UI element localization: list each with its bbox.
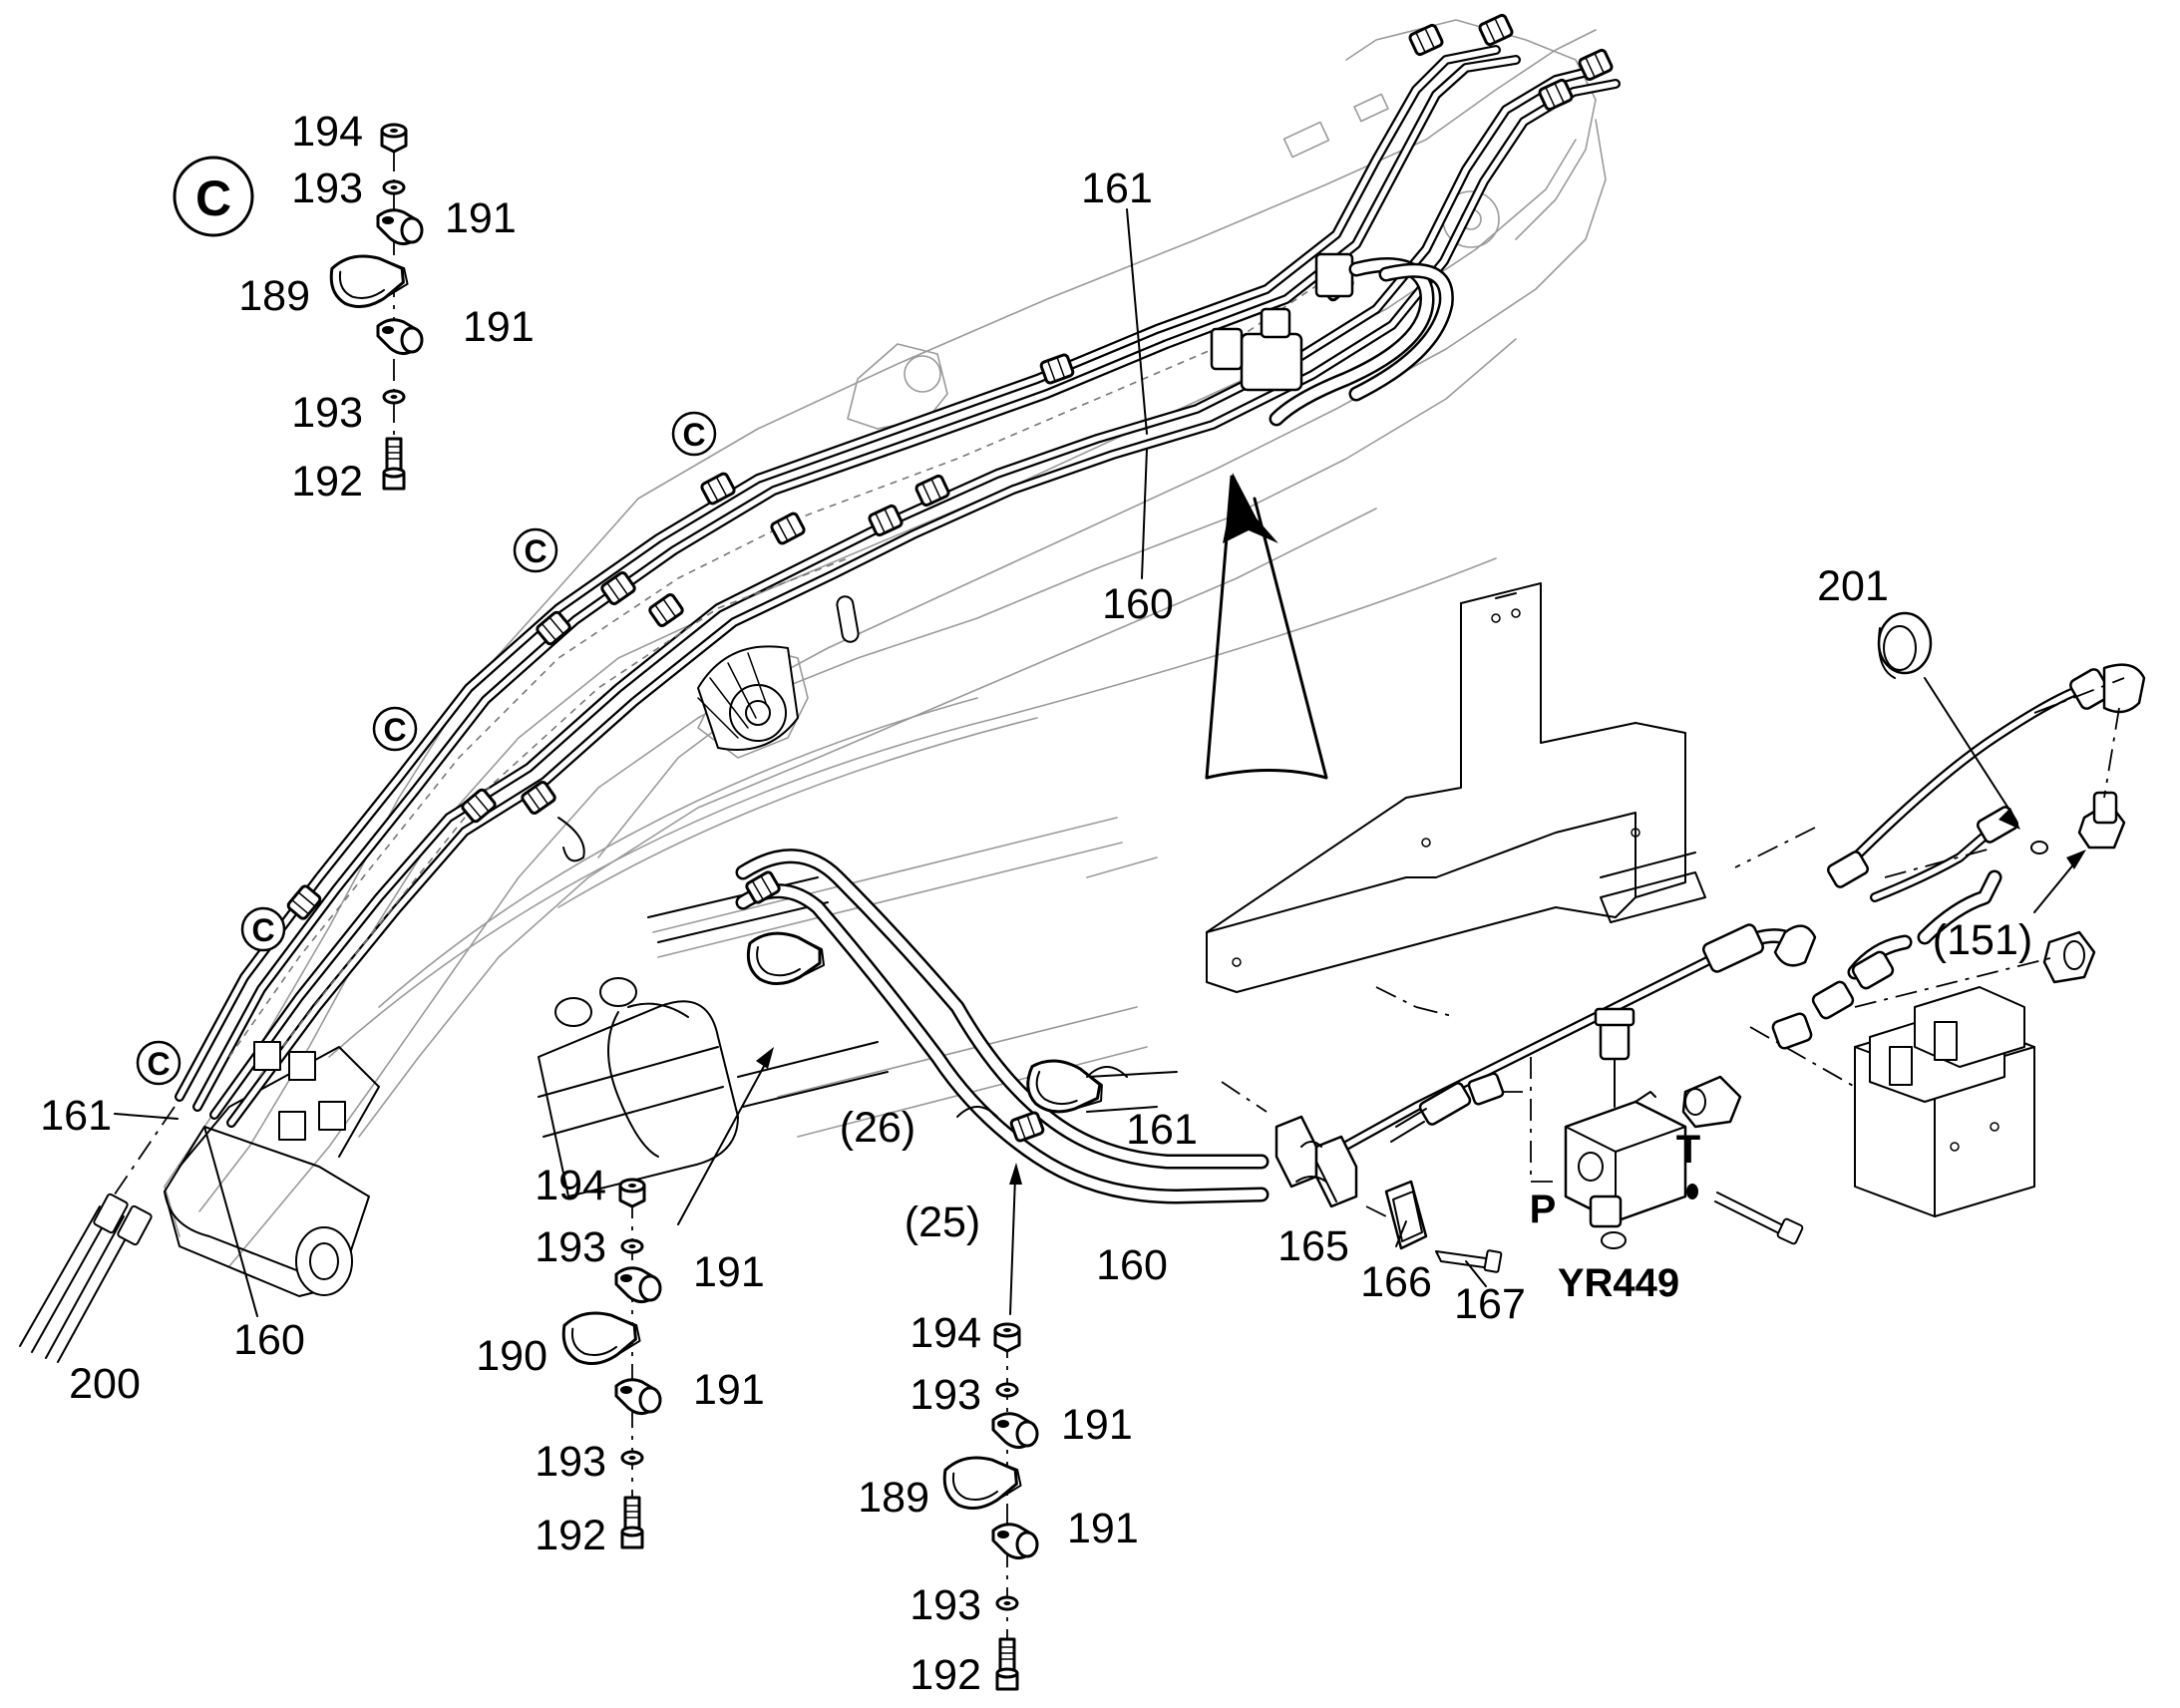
main-hose-loop (735, 849, 1270, 1204)
label-194: 194 (291, 108, 363, 156)
label-port-t: T (1676, 1128, 1700, 1172)
label-160-tip: 160 (233, 1316, 305, 1364)
svg-text:C: C (682, 417, 705, 453)
label-194: 194 (535, 1162, 606, 1209)
label-161-boom: 161 (1081, 165, 1153, 212)
label-port-p: P (1530, 1188, 1557, 1231)
label-161-tip: 161 (40, 1092, 112, 1140)
svg-text:C: C (383, 712, 406, 748)
right-hoses (1321, 663, 2146, 1217)
mounting-bracket (1206, 582, 1706, 1018)
label-193: 193 (291, 165, 363, 212)
arm-clamps (253, 12, 1615, 1141)
detail-marker-c-5: C (136, 1040, 182, 1086)
svg-text:C: C (147, 1046, 170, 1082)
label-160-boom: 160 (1102, 580, 1174, 628)
label-200: 200 (69, 1360, 141, 1408)
clamp-group-25: 194 193 191 189 191 193 192 (858, 1309, 1139, 1699)
label-193: 193 (291, 389, 363, 437)
label-193: 193 (909, 1371, 981, 1419)
label-193: 193 (535, 1223, 606, 1271)
arm-hose-bundle (175, 45, 1621, 1128)
label-167: 167 (1454, 1280, 1526, 1328)
svg-text:C: C (251, 912, 274, 948)
detail-marker-c-main (173, 156, 254, 237)
label-193: 193 (909, 1581, 981, 1629)
svg-text:C: C (195, 171, 231, 226)
label-166: 166 (1360, 1258, 1432, 1306)
arrow-151 (2033, 850, 2086, 913)
label-194: 194 (909, 1309, 981, 1357)
label-191: 191 (1067, 1505, 1139, 1552)
arm-detail-markers: C C C C C (136, 411, 717, 1086)
label-160-mid: 160 (1096, 1241, 1168, 1289)
label-192: 192 (909, 1651, 981, 1699)
label-ref-26: (26) (840, 1104, 915, 1152)
label-192: 192 (291, 458, 363, 506)
boom-structure (164, 19, 1607, 1267)
boom-root-hose-loop (1269, 257, 1454, 427)
label-193: 193 (535, 1438, 606, 1486)
clamp-group-c: C 194 193 191 189 191 193 192 (173, 108, 535, 506)
label-ref-151: (151) (1933, 916, 2032, 964)
cap-201 (1877, 611, 2020, 830)
detail-marker-c-1: C (671, 411, 717, 457)
label-yr449: YR449 (1558, 1261, 1679, 1305)
label-201: 201 (1817, 562, 1889, 610)
label-192: 192 (535, 1512, 606, 1559)
boom-cylinder-area (538, 817, 1178, 1197)
label-189: 189 (858, 1474, 929, 1522)
detail-marker-c-3: C (372, 706, 418, 752)
label-191: 191 (445, 194, 517, 242)
arm-tip (164, 1046, 380, 1297)
leader-lines (114, 208, 1487, 1317)
label-190: 190 (476, 1332, 547, 1380)
label-191: 191 (693, 1248, 765, 1296)
callout-labels: 161 160 161 160 200 (26) (25) 161 160 16… (40, 165, 2032, 1408)
svg-text:C: C (524, 533, 546, 569)
label-191: 191 (463, 303, 535, 351)
detail-marker-c-2: C (513, 527, 558, 573)
label-191: 191 (1061, 1401, 1133, 1449)
clamp-165 (1221, 1081, 1387, 1217)
label-191: 191 (693, 1366, 765, 1414)
hose-200 (19, 1106, 176, 1363)
clamp-group-26: 194 193 191 190 191 193 192 (476, 1162, 765, 1559)
valve-yr449 (1384, 1007, 1804, 1273)
label-189: 189 (238, 272, 310, 320)
direction-arrow (1205, 473, 1328, 780)
label-165: 165 (1277, 1222, 1349, 1270)
label-161-mid: 161 (1126, 1106, 1198, 1154)
label-ref-25: (25) (905, 1198, 980, 1246)
detail-marker-c-4: C (240, 906, 286, 952)
